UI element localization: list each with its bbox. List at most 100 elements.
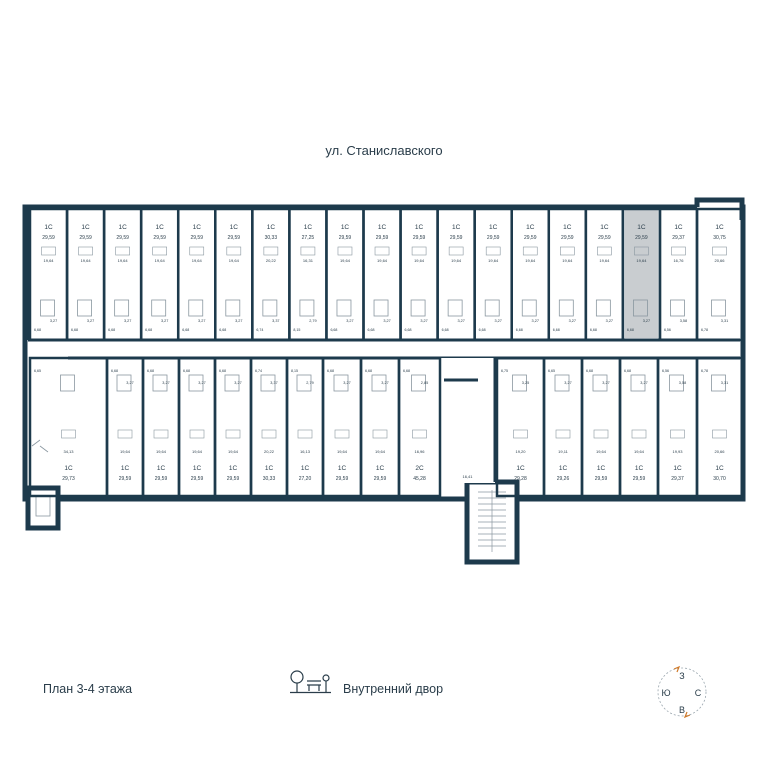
- bath-area: 3,27: [640, 381, 647, 385]
- unit-type: 2С: [415, 465, 424, 472]
- stair-icon: [712, 429, 727, 439]
- bathroom: [77, 299, 92, 317]
- hall-area: 6,68: [327, 369, 334, 373]
- unit-type: 1С: [64, 465, 73, 472]
- outer-wall: [22, 204, 746, 502]
- unit-area: 27,25: [302, 235, 315, 241]
- unit-area: 27,20: [299, 476, 312, 482]
- bath-area: 3,27: [383, 319, 390, 323]
- room-area: 19,64: [488, 258, 499, 263]
- unit-area: 30,75: [713, 235, 726, 241]
- unit-type: 1С: [44, 224, 53, 231]
- stair-icon: [631, 429, 647, 439]
- hall-area: 6,68: [219, 328, 226, 332]
- stair-icon: [522, 246, 538, 256]
- bath-area: 3,27: [569, 319, 576, 323]
- room-area: 19,64: [229, 258, 240, 263]
- bathroom: [152, 374, 168, 392]
- bathroom: [595, 299, 611, 317]
- room-area: 19,64: [599, 258, 610, 263]
- hall-area: 6,68: [182, 328, 189, 332]
- stair-icon: [261, 429, 277, 439]
- room-area: 34,13: [63, 449, 74, 454]
- room-area: 16,13: [300, 449, 311, 454]
- stair-icon: [153, 429, 169, 439]
- unit-type: 1С: [81, 224, 90, 231]
- bath-area: 3,27: [343, 381, 350, 385]
- bathroom: [224, 374, 240, 392]
- hall-area: 6,68: [71, 328, 78, 332]
- hall-area: 6,68: [111, 369, 118, 373]
- unit-area: 29,59: [376, 235, 389, 241]
- room-area: 19,93: [672, 449, 683, 454]
- hall-area: 6,74: [255, 369, 262, 373]
- hall-area: 6,68: [365, 369, 372, 373]
- bathroom: [558, 299, 574, 317]
- stair-icon: [300, 246, 316, 256]
- unit-type: 1С: [673, 465, 682, 472]
- stair-icon: [485, 246, 501, 256]
- unit-area: 29,73: [62, 476, 75, 482]
- unit-area: 45,28: [413, 476, 426, 482]
- bath-area: 3,27: [564, 381, 571, 385]
- hall-area: 6,68: [624, 369, 631, 373]
- unit-area: 29,59: [42, 235, 55, 241]
- bath-area: 3,31: [721, 319, 728, 323]
- unit-area: 29,59: [190, 235, 203, 241]
- bathroom: [188, 374, 204, 392]
- unit-type: 1С: [563, 224, 572, 231]
- room-area: 19,64: [192, 258, 203, 263]
- unit-area: 29,59: [598, 235, 611, 241]
- hall-area: 6,68: [442, 328, 449, 332]
- stair-icon: [671, 246, 686, 256]
- bathroom: [225, 299, 241, 317]
- bath-area: 3,27: [234, 381, 241, 385]
- bathroom: [371, 374, 387, 392]
- bathroom: [260, 374, 276, 392]
- compass-north: З: [679, 671, 684, 681]
- bath-area: 3,25: [522, 381, 529, 385]
- bathroom: [521, 299, 537, 317]
- bath-area: 3,37: [272, 319, 279, 323]
- unit-area: 29,59: [228, 235, 241, 241]
- hall-area: 6,75: [501, 369, 508, 373]
- room-area: 19,64: [634, 449, 645, 454]
- apartment-unit: 16,41: [462, 474, 473, 479]
- hall-area: 6,68: [627, 328, 634, 332]
- bath-area: 3,27: [420, 319, 427, 323]
- room-area: 20,22: [264, 449, 275, 454]
- hall-area: 6,65: [34, 369, 41, 373]
- bath-area: 3,27: [532, 319, 539, 323]
- corridor: [28, 340, 740, 358]
- stair-icon: [189, 429, 205, 439]
- hall-area: 6,56: [664, 328, 671, 332]
- bath-area: 2,85: [421, 381, 428, 385]
- compass-west: Ю: [661, 688, 670, 698]
- room-area: 19,64: [120, 449, 131, 454]
- unit-area: 29,59: [336, 476, 349, 482]
- room-area: 20,66: [714, 258, 725, 263]
- hall-area: 6,68: [553, 328, 560, 332]
- bottom-units: 1С29,7334,136,651С29,5919,643,276,681С29…: [28, 356, 744, 498]
- room-area: 16,31: [303, 258, 314, 263]
- unit-type: 1С: [516, 465, 525, 472]
- bathroom: [484, 299, 500, 317]
- unit-type: 1С: [230, 224, 239, 231]
- unit-area: 30,33: [263, 476, 276, 482]
- bath-area: 3,58: [680, 319, 687, 323]
- unit-type: 1С: [193, 465, 202, 472]
- yard-icon: [290, 670, 331, 694]
- bathroom: [630, 374, 646, 392]
- stair-icon: [337, 246, 353, 256]
- unit-type: 1С: [193, 224, 202, 231]
- unit-wall: [695, 356, 744, 498]
- unit-area: 29,59: [413, 235, 426, 241]
